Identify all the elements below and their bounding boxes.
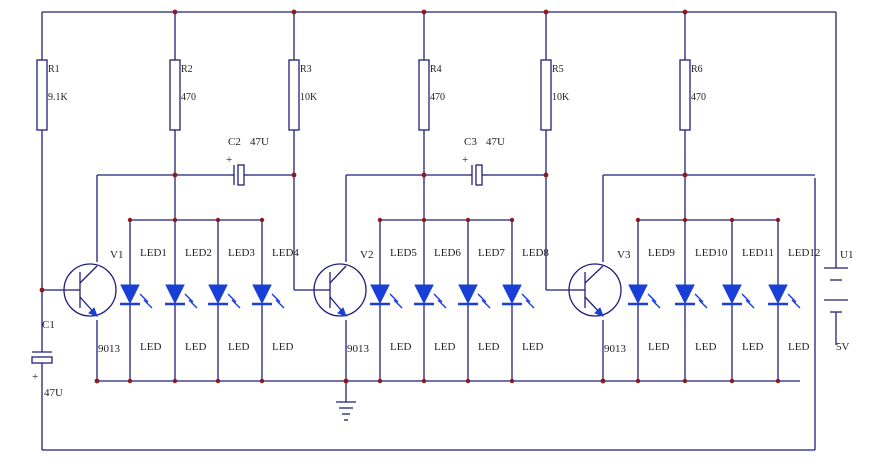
r5-value: 10K <box>552 92 570 103</box>
r5-ref: R5 <box>552 64 564 75</box>
wires <box>41 11 837 451</box>
v3-part: 9013 <box>604 343 627 355</box>
led-7-type: LED <box>478 341 499 353</box>
c3-ref: C3 <box>464 136 477 148</box>
capacitors: C2 47U + C3 47U + C1 + 47U <box>31 136 505 399</box>
resistor-r4 <box>418 59 430 131</box>
c1-plus: + <box>32 371 38 383</box>
led-2-ref: LED2 <box>185 247 212 259</box>
led-11-type: LED <box>742 341 763 353</box>
r1-value: 9.1K <box>48 92 69 103</box>
led-10-type: LED <box>695 341 716 353</box>
led-6-type: LED <box>434 341 455 353</box>
led-6-ref: LED6 <box>434 247 461 259</box>
resistor-r6 <box>679 59 691 131</box>
v3-ref: V3 <box>617 249 631 261</box>
resistor-r5 <box>540 59 552 131</box>
r3-value: 10K <box>300 92 318 103</box>
led-1-type: LED <box>140 341 161 353</box>
c2-plate-b <box>237 164 245 186</box>
led-11-ref: LED11 <box>742 247 774 259</box>
transistor-v3 <box>568 263 622 317</box>
led-7-ref: LED7 <box>478 247 505 259</box>
leds: LED1LEDLED2LEDLED3LEDLED4LEDLED5LEDLED6L… <box>120 217 820 384</box>
led-12-type: LED <box>788 341 809 353</box>
led-3-ref: LED3 <box>228 247 255 259</box>
led-9-type: LED <box>648 341 669 353</box>
r3-ref: R3 <box>300 64 312 75</box>
transistor-v2 <box>313 263 367 317</box>
v1-ref: V1 <box>110 249 123 261</box>
led-8-type: LED <box>522 341 543 353</box>
c1-value: 47U <box>44 387 63 399</box>
r4-value: 470 <box>430 92 445 103</box>
led-1-ref: LED1 <box>140 247 167 259</box>
ground-symbol <box>336 401 356 421</box>
source-u1: U1 5V <box>824 249 853 353</box>
led-4-type: LED <box>272 341 293 353</box>
c3-plate-b <box>475 164 483 186</box>
led-5-ref: LED5 <box>390 247 417 259</box>
transistors: V1 9013 V2 9013 V3 9013 <box>63 249 631 355</box>
c2-plus: + <box>226 154 232 166</box>
led-4-ref: LED4 <box>272 247 299 259</box>
c3-value: 47U <box>486 136 505 148</box>
v1-part: 9013 <box>98 343 121 355</box>
junctions <box>39 9 688 384</box>
c2-value: 47U <box>250 136 269 148</box>
v2-part: 9013 <box>347 343 370 355</box>
resistor-r2 <box>169 59 181 131</box>
r6-value: 470 <box>691 92 706 103</box>
led-9-ref: LED9 <box>648 247 675 259</box>
transistor-v1 <box>63 263 117 317</box>
r1-ref: R1 <box>48 64 60 75</box>
led-12-ref: LED12 <box>788 247 820 259</box>
resistor-r1 <box>36 59 48 131</box>
u1-ref: U1 <box>840 249 853 261</box>
resistor-r3 <box>288 59 300 131</box>
v2-ref: V2 <box>360 249 373 261</box>
led-10-ref: LED10 <box>695 247 728 259</box>
u1-value: 5V <box>836 341 850 353</box>
r6-ref: R6 <box>691 64 703 75</box>
c2-ref: C2 <box>228 136 241 148</box>
c3-plus: + <box>462 154 468 166</box>
c1-plate-b <box>31 356 53 364</box>
r2-value: 470 <box>181 92 196 103</box>
led-2-type: LED <box>185 341 206 353</box>
r4-ref: R4 <box>430 64 442 75</box>
led-5-type: LED <box>390 341 411 353</box>
resistors: R1 9.1K R2 470 R3 10K R4 470 R5 10K R6 4… <box>36 59 706 131</box>
led-8-ref: LED8 <box>522 247 549 259</box>
led-3-type: LED <box>228 341 249 353</box>
c1-ref: C1 <box>42 319 55 331</box>
r2-ref: R2 <box>181 64 193 75</box>
